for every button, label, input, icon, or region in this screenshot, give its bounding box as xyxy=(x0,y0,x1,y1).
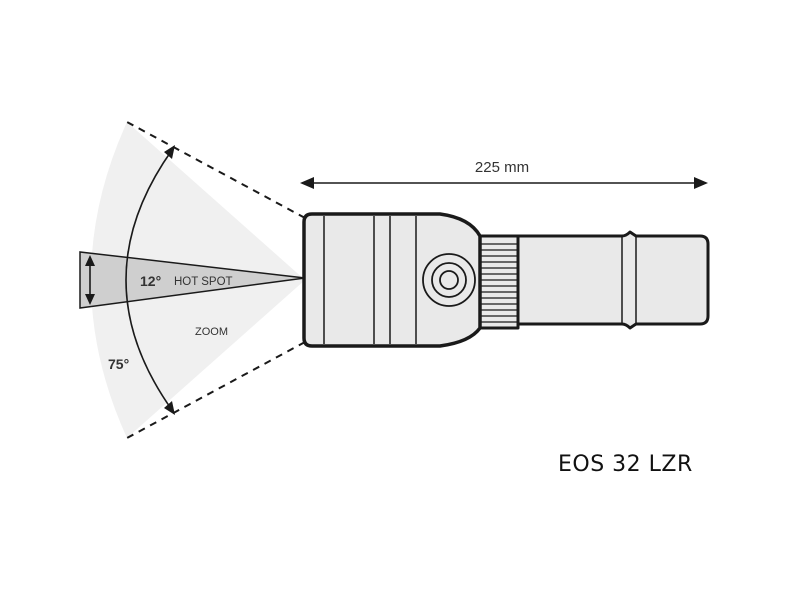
zoom-angle-label: 75° xyxy=(108,356,129,372)
hotspot-label: HOT SPOT xyxy=(174,276,233,288)
hotspot-arrowhead-bottom xyxy=(85,294,95,305)
model-name: EOS 32 LZR xyxy=(558,452,693,477)
flashlight-tail xyxy=(516,230,710,330)
flashlight-icon xyxy=(302,212,710,348)
flashlight-knurled-ring xyxy=(478,234,520,330)
flashlight-switch-inner xyxy=(439,270,459,290)
hotspot-arrowhead-top xyxy=(85,255,95,266)
zoom-angle-arc xyxy=(125,149,173,411)
zoom-arrowhead-bottom xyxy=(164,401,175,415)
zoom-label: ZOOM xyxy=(195,326,228,338)
hotspot-angle-label: 12° xyxy=(140,273,161,289)
zoom-arrowhead-top xyxy=(164,145,175,159)
dimension-arrowhead-left xyxy=(300,177,314,189)
flashlight-head xyxy=(302,212,482,348)
dimension-label: 225 mm xyxy=(475,159,529,176)
dimension-arrowhead-right xyxy=(694,177,708,189)
hotspot-beam-area xyxy=(79,251,306,309)
